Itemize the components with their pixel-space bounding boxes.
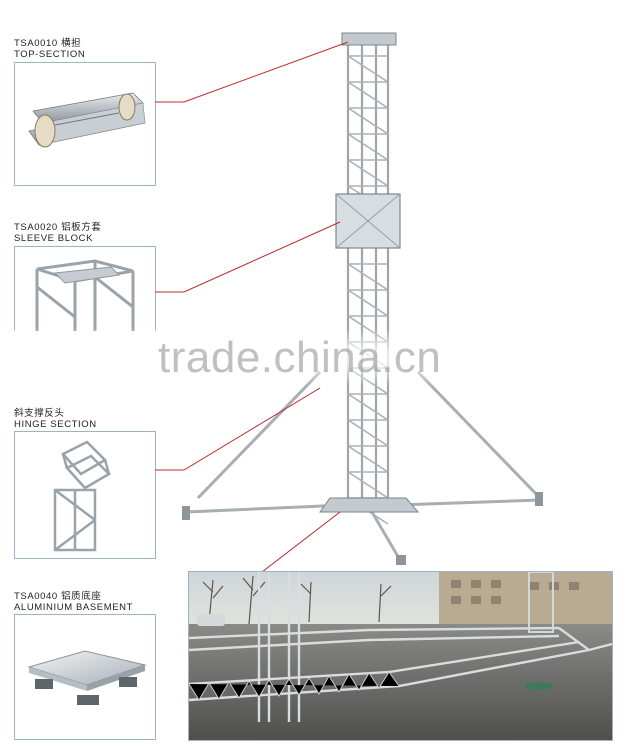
- mast-brace: [347, 419, 389, 447]
- hinge-section-code: 斜支撑反头: [14, 408, 65, 419]
- top-section-block: [341, 32, 397, 46]
- hinge-section-label: 斜支撑反头 HINGE SECTION: [14, 408, 97, 430]
- hinge-section-name: HINGE SECTION: [14, 419, 97, 430]
- top-section-name: TOP-SECTION: [14, 49, 86, 60]
- mast-brace: [347, 445, 389, 473]
- mast-brace: [347, 263, 389, 291]
- top-section-photo: [14, 62, 156, 186]
- mast-brace: [347, 289, 389, 317]
- tower-base: [319, 497, 420, 513]
- mast-brace: [347, 393, 389, 421]
- mast-brace: [347, 133, 389, 161]
- basement-code: TSA0040 铝质底座: [14, 591, 102, 602]
- sleeve-block-label: TSA0020 铝板方套 SLEEVE BLOCK: [14, 222, 101, 244]
- tower-illustration: [155, 32, 543, 580]
- mast-brace: [347, 81, 389, 109]
- stage-photo: [188, 571, 613, 741]
- basement-label: TSA0040 铝质底座 ALUMINIUM BASEMENT: [14, 591, 133, 613]
- mast-brace: [347, 471, 389, 499]
- watermark: trade.china.cn: [158, 333, 442, 382]
- hinge-section-photo: [14, 431, 156, 559]
- sleeve-block-code: TSA0020 铝板方套: [14, 222, 102, 233]
- mast-brace: [347, 107, 389, 135]
- basement-name: ALUMINIUM BASEMENT: [14, 602, 134, 613]
- basement-photo: [14, 614, 156, 740]
- top-section-label: TSA0010 横担 TOP-SECTION: [14, 38, 85, 60]
- sleeve-block-name: SLEEVE BLOCK: [14, 233, 94, 244]
- sleeve-block-photo: [14, 246, 156, 331]
- mast-brace: [347, 159, 389, 187]
- leader-lines: [155, 41, 349, 580]
- top-section-code: TSA0010 横担: [14, 38, 82, 49]
- mast-brace: [347, 55, 389, 83]
